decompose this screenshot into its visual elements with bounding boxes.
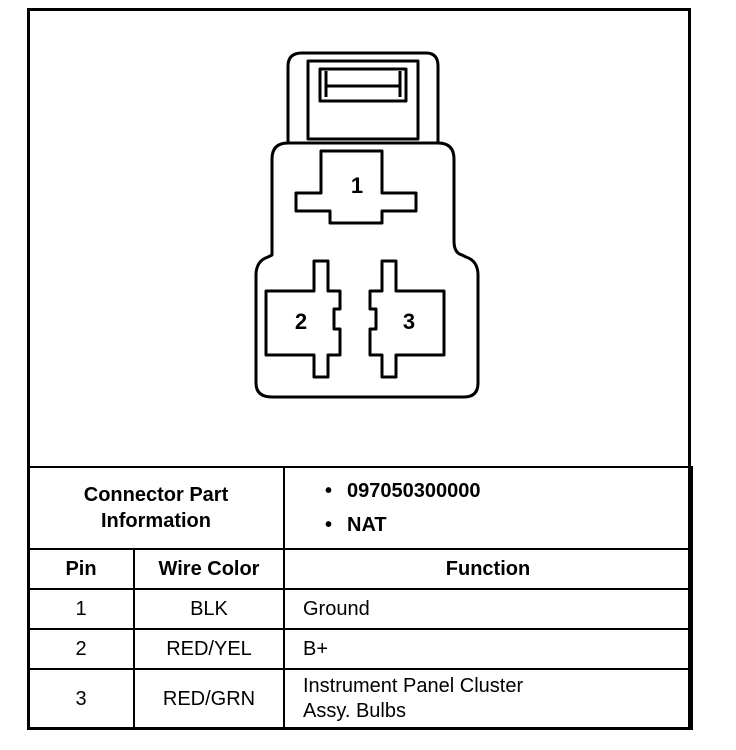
connector-face-view: 1 2 3	[30, 11, 694, 467]
function-cell: B+	[283, 628, 693, 670]
pin-1-cavity	[294, 149, 418, 225]
header-wire-color: Wire Color	[133, 548, 285, 590]
part-number: 097050300000	[347, 480, 481, 502]
table-row: 3 RED/GRN Instrument Panel Cluster Assy.…	[27, 668, 693, 730]
part-info-label-line1: Connector Part	[83, 484, 229, 506]
table-row: 1 BLK Ground	[27, 588, 693, 630]
part-color: NAT	[347, 514, 387, 536]
function-cell: Ground	[283, 588, 693, 630]
connector-face-drawing: 1 2 3	[254, 51, 480, 399]
part-info-label: Connector Part Information	[27, 466, 285, 550]
pin-1-label: 1	[351, 173, 363, 198]
wire-color-cell: RED/GRN	[133, 668, 285, 730]
part-info-label-line2: Information	[101, 510, 211, 532]
header-function: Function	[283, 548, 693, 590]
pin-cell: 3	[27, 668, 135, 730]
part-info-row: Connector Part Information • 097050300000…	[27, 466, 693, 550]
pin-cell: 1	[27, 588, 135, 630]
bullet-icon: •	[325, 480, 333, 502]
wire-color-cell: BLK	[133, 588, 285, 630]
connector-tab-window	[318, 67, 408, 103]
part-number-item: • 097050300000	[325, 474, 691, 508]
part-color-item: • NAT	[325, 508, 691, 542]
connector-pinout-table: Connector Part Information • 097050300000…	[27, 466, 693, 730]
wire-color-cell: RED/YEL	[133, 628, 285, 670]
bullet-icon: •	[325, 514, 333, 536]
function-line: Instrument Panel Cluster	[303, 675, 524, 697]
connector-locking-tab	[286, 51, 440, 143]
connector-body-outline	[254, 141, 480, 399]
pin-3-label: 3	[403, 309, 415, 334]
table-row: 2 RED/YEL B+	[27, 628, 693, 670]
pin-3-cavity	[368, 259, 446, 379]
function-line: Assy. Bulbs	[303, 700, 406, 722]
connector-tab-slot-outer	[306, 59, 420, 141]
function-cell: Instrument Panel Cluster Assy. Bulbs	[283, 668, 693, 730]
connector-tab-latch	[324, 71, 402, 97]
pin-2-label: 2	[295, 309, 307, 334]
table-header-row: Pin Wire Color Function	[27, 548, 693, 590]
connector-diagram-frame: 1 2 3 Connector Part Information • 097050…	[27, 8, 694, 730]
part-info-values: • 097050300000 • NAT	[283, 466, 693, 550]
header-pin: Pin	[27, 548, 135, 590]
pin-2-cavity	[264, 259, 342, 379]
pin-cell: 2	[27, 628, 135, 670]
